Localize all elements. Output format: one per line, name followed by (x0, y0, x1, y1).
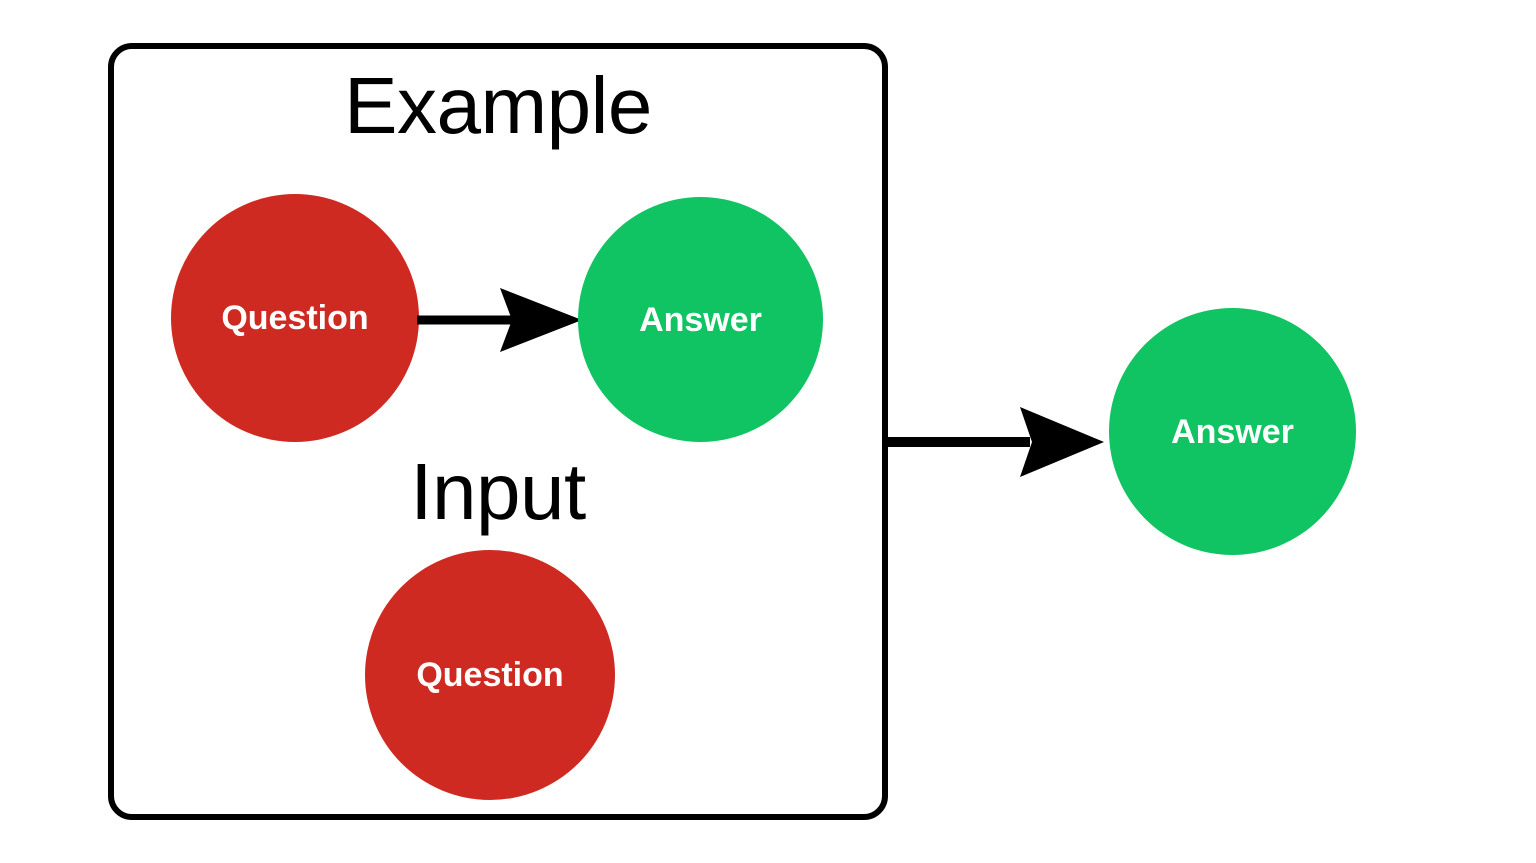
node-input-question-label: Question (416, 656, 564, 694)
example-section-heading: Example (344, 61, 652, 150)
node-example-question[interactable]: Question (171, 194, 419, 442)
node-example-question-label: Question (221, 299, 369, 337)
arrow-group-to-output-answer (882, 407, 1104, 477)
node-output-answer[interactable]: Answer (1109, 308, 1356, 555)
arrow-example-question-to-answer (417, 288, 582, 352)
node-output-answer-label: Answer (1171, 412, 1294, 451)
node-example-answer[interactable]: Answer (578, 197, 823, 442)
input-section-heading: Input (410, 447, 586, 536)
node-example-answer-label: Answer (639, 300, 762, 339)
node-input-question[interactable]: Question (365, 550, 615, 800)
